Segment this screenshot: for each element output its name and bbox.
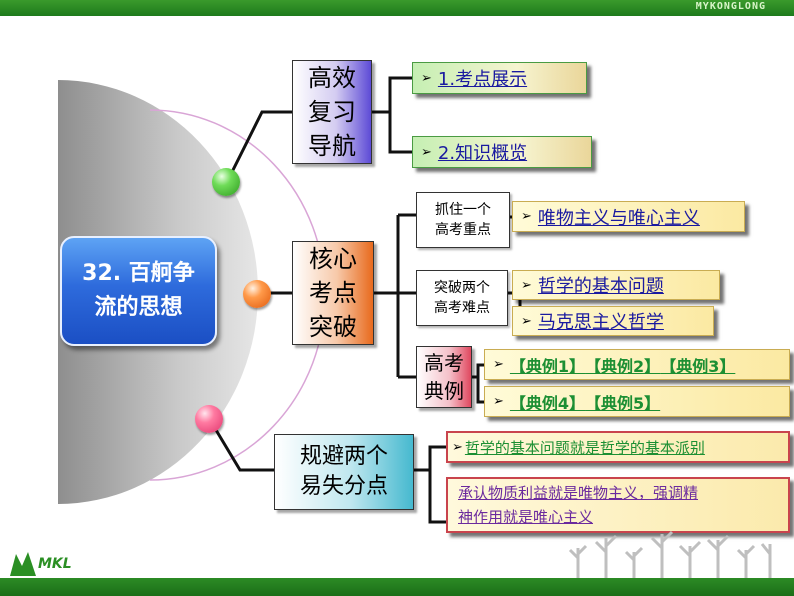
top-bar: MYKONGLONG — [0, 0, 794, 16]
nav-branch-box: 高效 复习 导航 — [292, 60, 372, 164]
link-label: 哲学的基本问题就是哲学的基本派别 — [464, 438, 705, 457]
misconception-2-line2: 神作用就是唯心主义 — [458, 508, 594, 526]
link-materialism-idealism[interactable]: ➢ 唯物主义与唯心主义 — [512, 201, 745, 232]
examples-line: 高考 — [424, 351, 464, 375]
link-exam-points[interactable]: ➢ 1.考点展示 — [412, 62, 587, 94]
example-2-link[interactable]: 【典例2】 — [585, 356, 661, 376]
key-point-label-box: 抓住一个 高考重点 — [416, 192, 510, 248]
difficult-line: 突破两个 — [434, 280, 490, 296]
avoid-title-line: 易失分点 — [299, 474, 388, 499]
example-4-link[interactable]: 【典例4】 — [509, 393, 586, 413]
difficult-line: 高考难点 — [434, 300, 490, 316]
arrow-right-icon: ➢ — [493, 394, 504, 409]
logo-icon — [10, 552, 36, 576]
arrow-right-icon: ➢ — [521, 277, 532, 293]
misconception-2-line1: 承认物质利益就是唯物主义，强调精 — [458, 484, 699, 502]
example-5-link[interactable]: 【典例5】 — [585, 393, 661, 413]
arrow-right-icon: ➢ — [421, 70, 432, 86]
nav-title-line: 复习 — [308, 98, 356, 126]
core-title-line: 考点 — [309, 279, 357, 307]
avoid-title-line: 规避两个 — [299, 444, 388, 469]
link-misconception-1[interactable]: ➢ 哲学的基本问题就是哲学的基本派别 — [446, 431, 790, 463]
arrow-right-icon: ➢ — [493, 357, 504, 372]
orange-orb-icon — [243, 280, 271, 308]
arrow-right-icon: ➢ — [521, 209, 532, 224]
link-label: 唯物主义与唯心主义 — [537, 207, 700, 229]
link-label: 马克思主义哲学 — [537, 312, 664, 333]
core-title-line: 突破 — [309, 313, 357, 341]
center-topic[interactable]: 32. 百舸争 流的思想 — [60, 236, 217, 346]
arrow-right-icon: ➢ — [452, 439, 463, 455]
logo: MKL — [8, 546, 100, 580]
arrow-right-icon: ➢ — [521, 313, 532, 329]
examples-label-box: 高考 典例 — [416, 346, 472, 408]
nav-title-line: 高效 — [308, 64, 356, 92]
examples-line: 典例 — [424, 379, 464, 403]
difficult-label-box: 突破两个 高考难点 — [416, 270, 508, 326]
green-orb-icon — [212, 168, 240, 196]
key-point-line: 抓住一个 — [435, 202, 491, 218]
link-marxist-philosophy[interactable]: ➢ 马克思主义哲学 — [512, 306, 714, 336]
center-topic-line1: 32. 百舸争 — [82, 261, 195, 286]
core-branch-box: 核心 考点 突破 — [292, 241, 374, 345]
example-3-link[interactable]: 【典例3】 — [660, 356, 736, 376]
example-1-link[interactable]: 【典例1】 — [509, 356, 586, 376]
key-point-line: 高考重点 — [435, 222, 491, 238]
link-misconception-2[interactable]: 承认物质利益就是唯物主义，强调精 神作用就是唯心主义 — [446, 477, 790, 533]
center-topic-line2: 流的思想 — [94, 295, 183, 320]
link-knowledge-overview[interactable]: ➢ 2.知识概览 — [412, 136, 592, 168]
core-title-line: 核心 — [309, 245, 357, 273]
plant-decoration — [568, 530, 772, 580]
pink-orb-icon — [195, 405, 223, 433]
bottom-bar — [0, 578, 794, 596]
link-label: 哲学的基本问题 — [537, 276, 664, 297]
avoid-branch-box: 规避两个 易失分点 — [274, 434, 414, 510]
link-label: 1.考点展示 — [437, 69, 528, 90]
link-examples-row1[interactable]: ➢ 【典例1】 【典例2】 【典例3】 — [484, 349, 790, 380]
arrow-right-icon: ➢ — [421, 144, 432, 160]
nav-title-line: 导航 — [308, 132, 356, 160]
link-basic-question[interactable]: ➢ 哲学的基本问题 — [512, 270, 720, 300]
brand-text: MYKONGLONG — [695, 1, 766, 12]
link-label: 2.知识概览 — [437, 143, 528, 164]
logo-text: MKL — [38, 556, 72, 572]
link-examples-row2[interactable]: ➢ 【典例4】 【典例5】 — [484, 386, 790, 417]
